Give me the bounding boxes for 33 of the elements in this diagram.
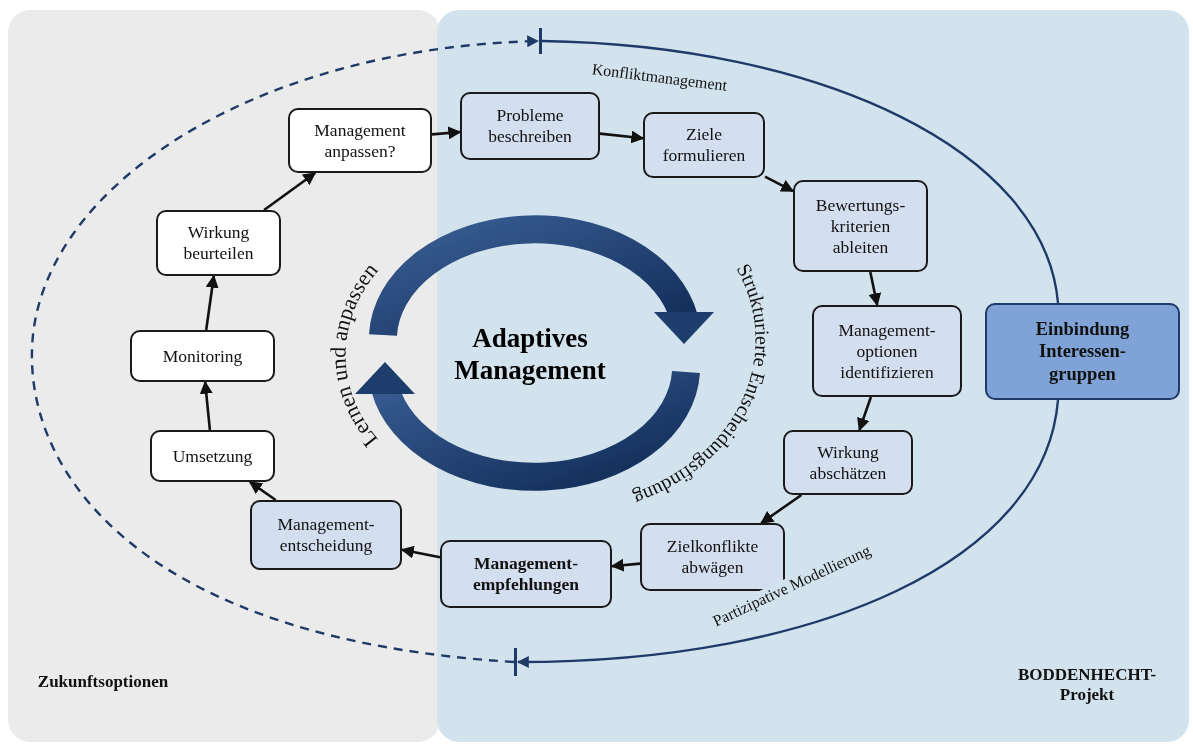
arrow	[400, 545, 441, 559]
bar-mark	[539, 28, 542, 54]
process-box: Umsetzung	[150, 430, 275, 482]
connector-line	[541, 39, 1060, 304]
arrow	[199, 380, 213, 431]
dashed-arrow	[30, 35, 540, 664]
process-box: Ziele formulieren	[643, 112, 765, 178]
process-box: Wirkung abschätzen	[783, 430, 913, 495]
process-box: Management- optionen identifizieren	[812, 305, 962, 397]
panel-background	[8, 10, 440, 742]
process-box: Wirkung beurteilen	[156, 210, 281, 276]
center-title: Adaptives Management	[440, 318, 620, 390]
process-box: Einbindung Interessen- gruppen	[985, 303, 1180, 400]
arrow	[857, 396, 873, 432]
process-box: Management- entscheidung	[250, 500, 402, 570]
process-box: Monitoring	[130, 330, 275, 382]
process-box: Bewertungs- kriterien ableiten	[793, 180, 928, 272]
panel-label: Zukunftsoptionen	[36, 672, 170, 692]
arrow	[760, 493, 803, 525]
arrow	[263, 171, 317, 212]
arrow	[204, 274, 219, 331]
process-box: Probleme beschreiben	[460, 92, 600, 160]
arrow	[868, 271, 882, 307]
arrow	[248, 480, 277, 502]
arrow	[516, 399, 1060, 668]
arrow	[764, 175, 795, 193]
panel-label: BODDENHECHT- Projekt	[1016, 665, 1158, 705]
process-box: Management anpassen?	[288, 108, 432, 173]
arrow	[599, 130, 645, 144]
arrow	[610, 558, 641, 572]
bar-mark	[514, 648, 517, 676]
process-box: Management- empfehlungen	[440, 540, 612, 608]
arrow	[431, 126, 462, 140]
